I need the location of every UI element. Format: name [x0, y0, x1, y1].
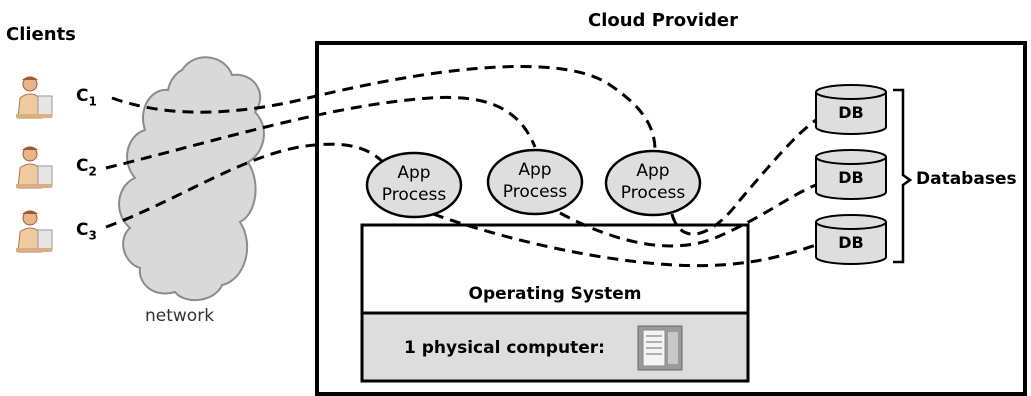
person-at-computer-icon [12, 144, 54, 190]
operating-system-box [360, 223, 750, 315]
app-process-2-line1: App [518, 160, 552, 180]
physical-computer-box [360, 311, 750, 383]
cloud-provider-box [315, 41, 1027, 396]
app-process-3-line2: Process [620, 183, 686, 203]
app-process-3: App Process [606, 160, 700, 204]
app-process-2: App Process [488, 159, 582, 203]
app-process-1-line1: App [397, 163, 431, 183]
clients-title: Clients [6, 24, 76, 45]
server-tower-icon [637, 325, 683, 371]
operating-system-label: Operating System [468, 284, 642, 304]
cloud-network-icon [118, 56, 265, 302]
app-process-2-line2: Process [502, 182, 568, 202]
cloud-provider-title: Cloud Provider [588, 10, 739, 31]
app-process-3-line1: App [636, 161, 670, 181]
db-label-2: DB [838, 168, 864, 187]
client-label-1: C1 [76, 86, 97, 109]
app-process-1-line2: Process [381, 185, 447, 205]
databases-bracket [893, 88, 913, 264]
client-label-3: C3 [76, 220, 97, 243]
app-process-1: App Process [367, 162, 461, 206]
person-at-computer-icon [12, 208, 54, 254]
connection-paths [105, 64, 817, 268]
physical-computer-label: 1 physical computer: [404, 338, 605, 358]
db-label-3: DB [838, 233, 864, 252]
network-label: network [145, 306, 215, 326]
person-at-computer-icon [12, 74, 54, 120]
database-cylinder-icon [815, 84, 887, 265]
client-label-2: C2 [76, 156, 97, 179]
databases-label: Databases [916, 169, 1017, 189]
app-process-3-shape [604, 149, 702, 217]
db-label-1: DB [838, 103, 864, 122]
app-process-2-shape [486, 148, 584, 216]
app-process-1-shape [365, 151, 463, 219]
